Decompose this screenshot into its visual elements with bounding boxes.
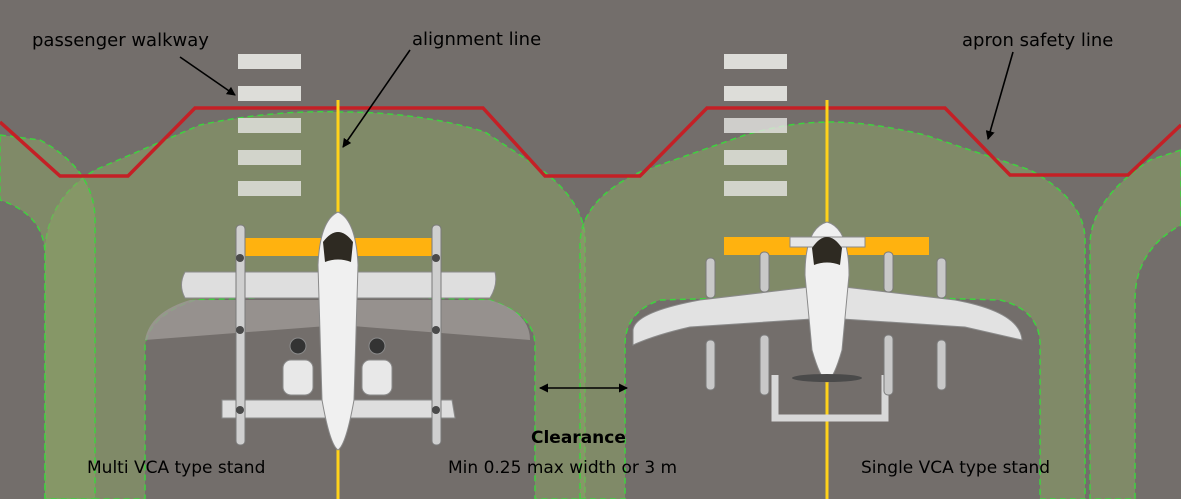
passenger-walkway-left (238, 54, 301, 196)
engine-pods (282, 337, 393, 396)
safety-line-pointer (985, 51, 1014, 140)
pod (705, 339, 716, 391)
prop-hub (236, 406, 244, 414)
walkway-stripe (724, 150, 787, 165)
walkway-stripe (724, 181, 787, 196)
prop-hub (236, 326, 244, 334)
tail-prop (792, 374, 862, 382)
label-clearance-title: Clearance (531, 428, 626, 448)
passenger-walkway-right (724, 54, 787, 196)
rotor-props (236, 254, 440, 414)
pod (759, 334, 770, 396)
label-clearance-rule: Min 0.25 max width or 3 m (448, 458, 677, 478)
pod-dark (368, 337, 386, 355)
walkway-stripe (238, 118, 301, 133)
walkway-stripe (724, 118, 787, 133)
pod (282, 359, 314, 396)
pod (936, 339, 947, 391)
clearance-envelopes (0, 111, 1181, 500)
walkway-stripe (724, 54, 787, 69)
prop-hub (236, 254, 244, 262)
walkway-stripe (238, 86, 301, 101)
apron-safety-line (0, 106, 1181, 178)
label-passenger-walkway: passenger walkway (32, 30, 209, 51)
label-single-stand: Single VCA type stand (861, 458, 1050, 478)
walkway-stripe (724, 86, 787, 101)
rotor-booms (235, 224, 442, 446)
pod (936, 257, 947, 299)
pod (883, 334, 894, 396)
walkway-stripe (238, 150, 301, 165)
prop-hub (432, 254, 440, 262)
rotor-pods (705, 251, 947, 396)
pod-dark (289, 337, 307, 355)
walkway-stripe (238, 181, 301, 196)
tail-frame (771, 375, 889, 422)
label-alignment-line: alignment line (412, 29, 541, 50)
cockpit (812, 237, 842, 265)
boom (235, 224, 246, 446)
prop-hub (432, 326, 440, 334)
pod (361, 359, 393, 396)
label-apron-safety-line: apron safety line (962, 30, 1113, 51)
pod (705, 257, 716, 299)
cockpit (323, 232, 353, 262)
multi-vca-aircraft (145, 211, 530, 451)
single-vca-aircraft (632, 221, 1023, 422)
walkway-pointer (179, 56, 236, 96)
walkway-stripe (238, 54, 301, 69)
prop-hub (432, 406, 440, 414)
boom (431, 224, 442, 446)
alignment-pointer (342, 49, 411, 148)
fuselage (317, 211, 359, 451)
pod (883, 251, 894, 293)
pod (759, 251, 770, 293)
label-multi-stand: Multi VCA type stand (87, 458, 265, 478)
